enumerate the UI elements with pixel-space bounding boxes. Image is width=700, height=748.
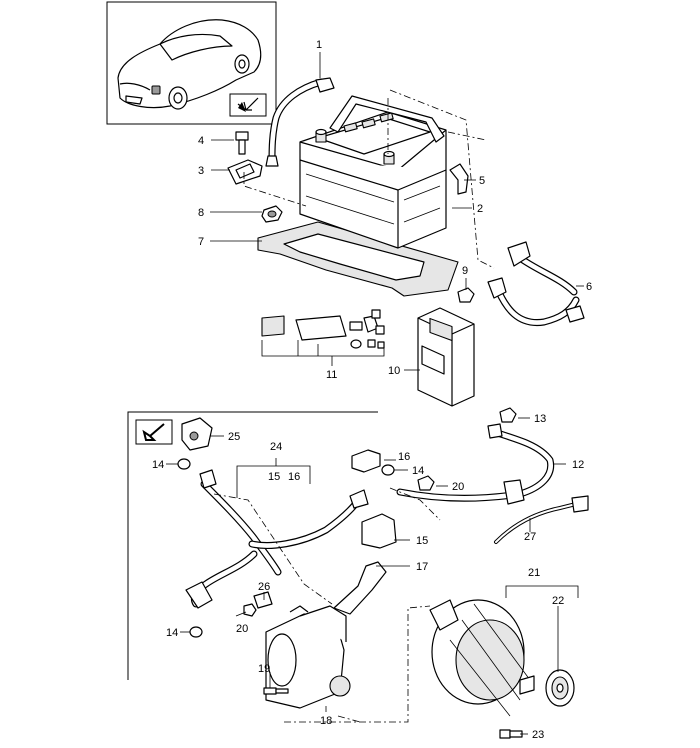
callout-13: 13 [534,413,546,425]
callout-18: 18 [320,715,332,727]
control-unit-nut[interactable] [457,287,475,303]
callout-24: 24 [270,441,282,453]
callout-12: 12 [572,459,584,471]
cable-bracket[interactable] [361,513,397,549]
control-unit[interactable] [417,307,475,407]
alternator-pulley[interactable] [545,669,575,707]
wiring-harness[interactable] [185,469,369,609]
callout-21: 21 [528,567,540,579]
battery-ground-strap[interactable] [265,77,335,167]
car-illustration-icon [117,19,262,110]
callout-20a: 20 [452,481,464,493]
sensor-bracket[interactable] [181,417,213,451]
callout-14c: 14 [166,627,178,639]
callout-6: 6 [586,281,592,293]
leader-lines [166,52,584,735]
starter-cable[interactable] [396,423,555,505]
callout-11: 11 [326,369,337,381]
callout-25: 25 [228,431,240,443]
cable-nut[interactable] [243,475,435,617]
battery-bracket[interactable] [227,159,263,185]
callout-7: 7 [198,236,204,248]
tray-nut[interactable] [261,205,283,223]
cable-cover[interactable] [351,449,381,473]
callout-9: 9 [462,265,468,277]
engine-bay-frame [127,411,378,680]
vehicle-thumbnail-frame [106,1,277,125]
callout-labels: 1 2 3 4 5 6 7 8 9 10 11 12 13 14 14 14 1… [152,39,592,741]
terminal-cap[interactable] [449,163,469,195]
vehicle-thumbnail [106,1,277,125]
callout-5: 5 [479,175,485,187]
callout-14a: 14 [152,459,164,471]
callout-3: 3 [198,165,204,177]
starter-motor[interactable] [265,605,351,709]
reference-lines [213,89,495,723]
alternator-bolt[interactable] [499,729,523,739]
callout-27: 27 [524,531,536,543]
callout-19: 19 [258,663,270,675]
callout-23: 23 [532,729,544,741]
starter-bolt[interactable] [263,687,289,695]
positive-cable[interactable] [487,241,585,327]
bracket-bolt[interactable] [235,131,249,155]
callout-20b: 20 [236,623,248,635]
ground-cable[interactable] [494,495,589,544]
callout-26: 26 [258,581,270,593]
callout-1: 1 [316,39,322,51]
direction-arrow-icon [135,419,173,445]
starter-bracket[interactable] [333,561,387,615]
mounting-kit[interactable] [261,309,385,349]
callout-17: 17 [416,561,428,573]
callout-16a: 16 [288,471,300,483]
callout-15b: 15 [416,535,428,547]
callout-16b: 16 [398,451,410,463]
battery[interactable] [257,95,459,297]
callout-8: 8 [198,207,204,219]
callout-22: 22 [552,595,564,607]
callout-15a: 15 [268,471,280,483]
direction-arrow-icon [229,93,267,117]
callout-2: 2 [477,203,483,215]
harness-clip[interactable] [253,591,273,609]
alternator[interactable] [429,599,535,717]
callout-10: 10 [388,365,400,377]
callout-4: 4 [198,135,204,147]
cable-terminal-nut[interactable] [499,407,517,423]
callout-14b: 14 [412,465,424,477]
